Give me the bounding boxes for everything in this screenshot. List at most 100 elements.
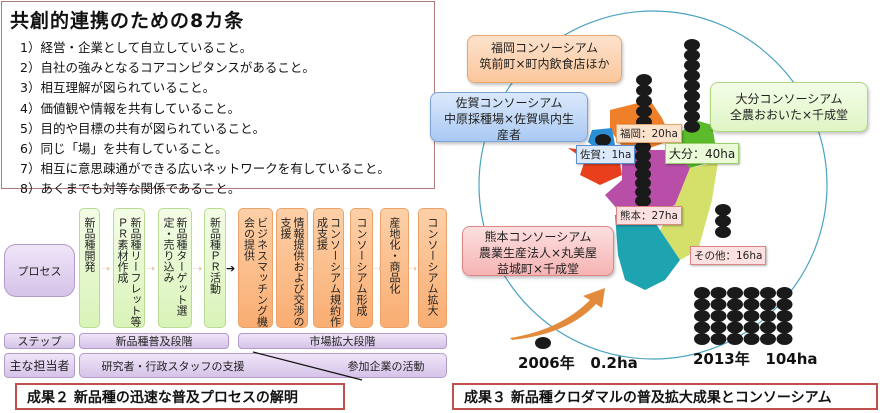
bean-icon (684, 39, 700, 51)
bean-icon (684, 79, 700, 92)
bean-icon (694, 298, 710, 311)
actor-left: 研究者・行政スタッフの支援 (101, 359, 245, 373)
consortium-name: 大分コンソーシアム (735, 92, 843, 106)
consortium-name: 熊本コンソーシアム (484, 230, 592, 244)
process-step: 新品種リーフレット等ＰＲ素材作成 (113, 208, 145, 328)
process-step: 情報提供および交渉の支援 (276, 208, 308, 328)
kumamoto-area-tag: 熊本：27ha (616, 206, 682, 225)
consortium-name: 佐賀コンソーシアム (455, 96, 563, 110)
bean-icon (595, 134, 611, 146)
other-area-tag: その他：16ha (690, 246, 767, 265)
rule-item: 6）同じ「場」を共有していること。 (20, 140, 228, 156)
fukuoka-area-tag: 福岡：20ha (616, 124, 682, 143)
bean-icon (715, 226, 731, 238)
kumamoto-consortium: 熊本コンソーシアム農業生産法人×丸美屋益城町×千成堂 (462, 226, 614, 276)
bean-icon (760, 321, 776, 334)
after-label: 2013年 104ha (693, 348, 818, 369)
bean-icon (635, 141, 651, 153)
bean-icon (684, 90, 700, 102)
bean-icon (727, 310, 743, 322)
bean-icon (694, 310, 710, 322)
arrow-icon: ➝ (146, 262, 156, 275)
saga-area-tag: 佐賀：1ha (576, 145, 636, 164)
stage-green: 新品種普及段階 (79, 333, 229, 349)
divider-line (252, 351, 363, 381)
rule-item: 7）相互に意思疎通ができる広いネットワークを有していること。 (20, 161, 390, 177)
actors-bar: 研究者・行政スタッフの支援 参加企業の活動 (79, 353, 447, 378)
bean-icon (635, 159, 651, 171)
caption-3: 成果３ 新品種クロダマルの普及拡大成果とコンソーシアム (452, 383, 878, 410)
consortium-members: 益城町×千成堂 (496, 262, 580, 276)
region-kagoshima (615, 215, 680, 290)
after-area: 104ha (765, 350, 818, 368)
before-year: 2006年 (518, 354, 575, 372)
rule-item: 8）あくまでも対等な関係であること。 (20, 181, 241, 197)
process-step: ビジネスマッチング機会の提供 (238, 208, 273, 328)
bean-icon (743, 321, 760, 334)
bean-icon (684, 100, 700, 113)
bean-icon (636, 74, 652, 86)
consortium-name: 福岡コンソーシアム (491, 41, 598, 55)
bean-icon (776, 287, 793, 299)
bean-icon (684, 59, 700, 72)
before-area: 0.2ha (590, 354, 638, 372)
bean-icon (694, 333, 710, 345)
bean-icon (760, 298, 776, 311)
bean-icon (776, 310, 793, 322)
bean-icon (710, 298, 727, 311)
bean-icon (635, 150, 651, 162)
bean-icon (760, 287, 776, 299)
bean-icon (727, 287, 743, 299)
bean-icon (535, 337, 551, 349)
circle-outline (478, 10, 828, 360)
oita-consortium: 大分コンソーシアム全農おおいた×千成堂 (710, 82, 868, 132)
arrow-icon: ➝ (373, 262, 383, 275)
bean-icon (635, 177, 651, 189)
after-year: 2013年 (693, 350, 750, 368)
bean-icon (743, 287, 760, 299)
bean-icon (743, 310, 760, 322)
bean-icon (710, 321, 727, 334)
growth-arrow-icon (510, 288, 605, 340)
bean-icon (635, 168, 651, 180)
bean-icon (727, 321, 743, 334)
rule-item: 2）自社の強みとなるコアコンピタンスがあること。 (20, 60, 315, 76)
bean-icon (776, 298, 793, 311)
process-step: 新品種ターゲット選定・売り込み (158, 208, 192, 328)
rules-list: 1）経営・企業として自立していること。 2）自社の強みとなるコアコンピタンスがあ… (20, 38, 390, 200)
bean-icon (776, 321, 793, 334)
consortium-members: 農業生産法人×丸美屋 (478, 246, 598, 260)
bean-icon (636, 105, 652, 118)
consortium-members: 筑前町×町内飲食店ほか (479, 57, 610, 71)
bean-icon (710, 287, 727, 299)
fukuoka-consortium: 福岡コンソーシアム筑前町×町内飲食店ほか (467, 35, 622, 83)
bean-icon (710, 310, 727, 322)
rule-item: 5）目的や目標の共有が図られていること。 (20, 120, 266, 136)
before-label: 2006年 0.2ha (518, 352, 638, 373)
bean-icon (743, 298, 760, 311)
arrow-icon: ➝ (408, 262, 418, 275)
arrow-icon: ➔ (226, 262, 236, 275)
process-step: コンソーシアム拡大 (418, 208, 447, 328)
step-row-label: ステップ (4, 333, 75, 349)
arrow-icon: ➝ (193, 262, 203, 275)
bean-icon (635, 195, 651, 207)
rule-item: 4）価値観や情報を共有していること。 (20, 100, 241, 116)
bean-icon (636, 84, 652, 97)
bean-icon (684, 120, 700, 133)
bean-icon (684, 49, 700, 62)
bean-icon (760, 333, 776, 345)
caption-2: 成果２ 新品種の迅速な普及プロセスの解明 (15, 383, 345, 410)
bean-icon (776, 333, 793, 345)
bean-icon (684, 69, 700, 82)
bean-icon (635, 186, 651, 198)
region-miyazaki (660, 162, 718, 260)
person-row-label: 主な担当者 (4, 353, 75, 378)
process-step: 産地化・商品化 (380, 208, 409, 328)
arrow-icon: ➝ (101, 262, 111, 275)
rule-item: 1）経営・企業として自立していること。 (20, 40, 253, 55)
consortium-members: 産者 (496, 128, 521, 142)
rule-item: 3）相互理解が図られていること。 (20, 80, 216, 96)
stage-orange: 市場拡大段階 (238, 333, 447, 349)
